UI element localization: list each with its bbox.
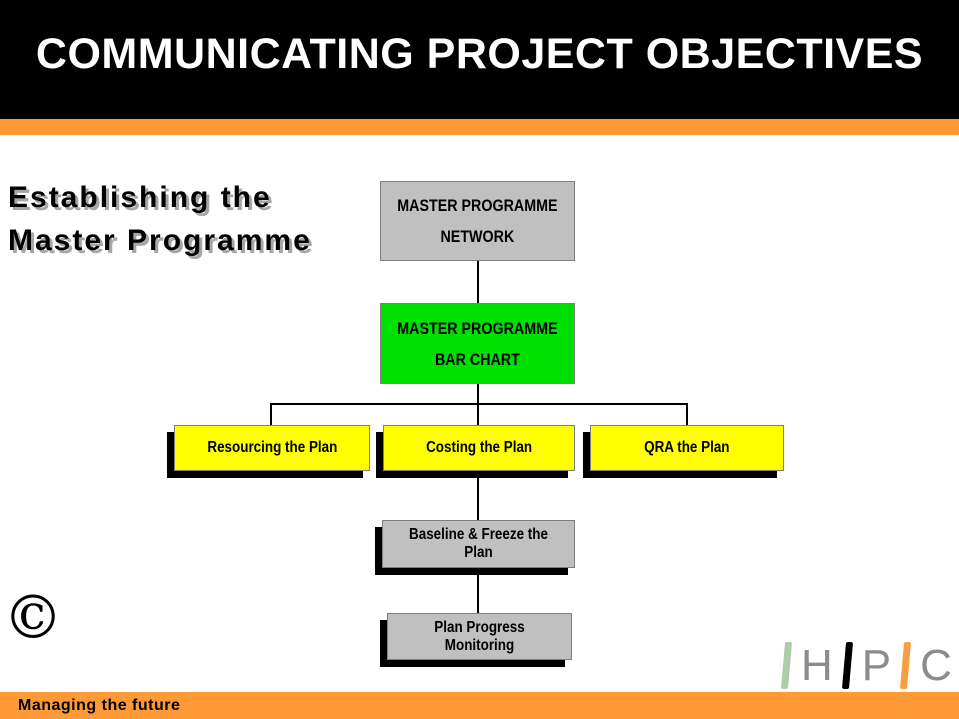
node-qra-the-plan: QRA the Plan <box>590 425 784 471</box>
node-label: Resourcing the Plan <box>207 439 337 456</box>
connector-costing-to-baseline <box>477 471 479 522</box>
connector-stub-qra <box>686 403 688 427</box>
logo-letter-p: P <box>861 640 892 690</box>
footer-tagline: Managing the future <box>18 697 181 714</box>
slide-footer: Managing the future <box>0 692 959 719</box>
node-baseline-freeze-the-plan: Baseline & Freeze the Plan <box>382 520 575 568</box>
copyright-icon: © <box>3 583 63 653</box>
node-label: Costing the Plan <box>425 439 533 456</box>
node-label: MASTER PROGRAMME BAR CHART <box>397 318 558 369</box>
node-label: QRA the Plan <box>644 439 730 456</box>
node-label: Baseline & Freeze the Plan <box>409 526 548 561</box>
logo-letter-c: C <box>920 640 952 690</box>
node-label: Plan Progress Monitoring <box>434 618 525 654</box>
logo-letter-h: H <box>801 640 833 690</box>
hpc-logo: H P C <box>780 640 959 690</box>
connector-barchart-down <box>477 384 479 427</box>
page-title: COMMUNICATING PROJECT OBJECTIVES <box>35 30 924 78</box>
slide-header: COMMUNICATING PROJECT OBJECTIVES <box>0 0 959 119</box>
node-costing-the-plan: Costing the Plan <box>383 425 575 471</box>
node-resourcing-the-plan: Resourcing the Plan <box>174 425 370 471</box>
slide-subtitle: Establishing the Master Programme <box>8 181 312 257</box>
connector-stub-resourcing <box>270 403 272 427</box>
connector-baseline-to-monitoring <box>477 568 479 615</box>
node-label: MASTER PROGRAMME NETWORK <box>397 196 558 246</box>
node-master-programme-bar-chart: MASTER PROGRAMME BAR CHART <box>380 303 575 384</box>
node-master-programme-network: MASTER PROGRAMME NETWORK <box>380 181 575 261</box>
accent-stripe <box>0 119 959 135</box>
connector-horizontal-branch <box>270 403 688 405</box>
node-plan-progress-monitoring: Plan Progress Monitoring <box>387 613 572 660</box>
connector-network-to-barchart <box>477 261 479 305</box>
